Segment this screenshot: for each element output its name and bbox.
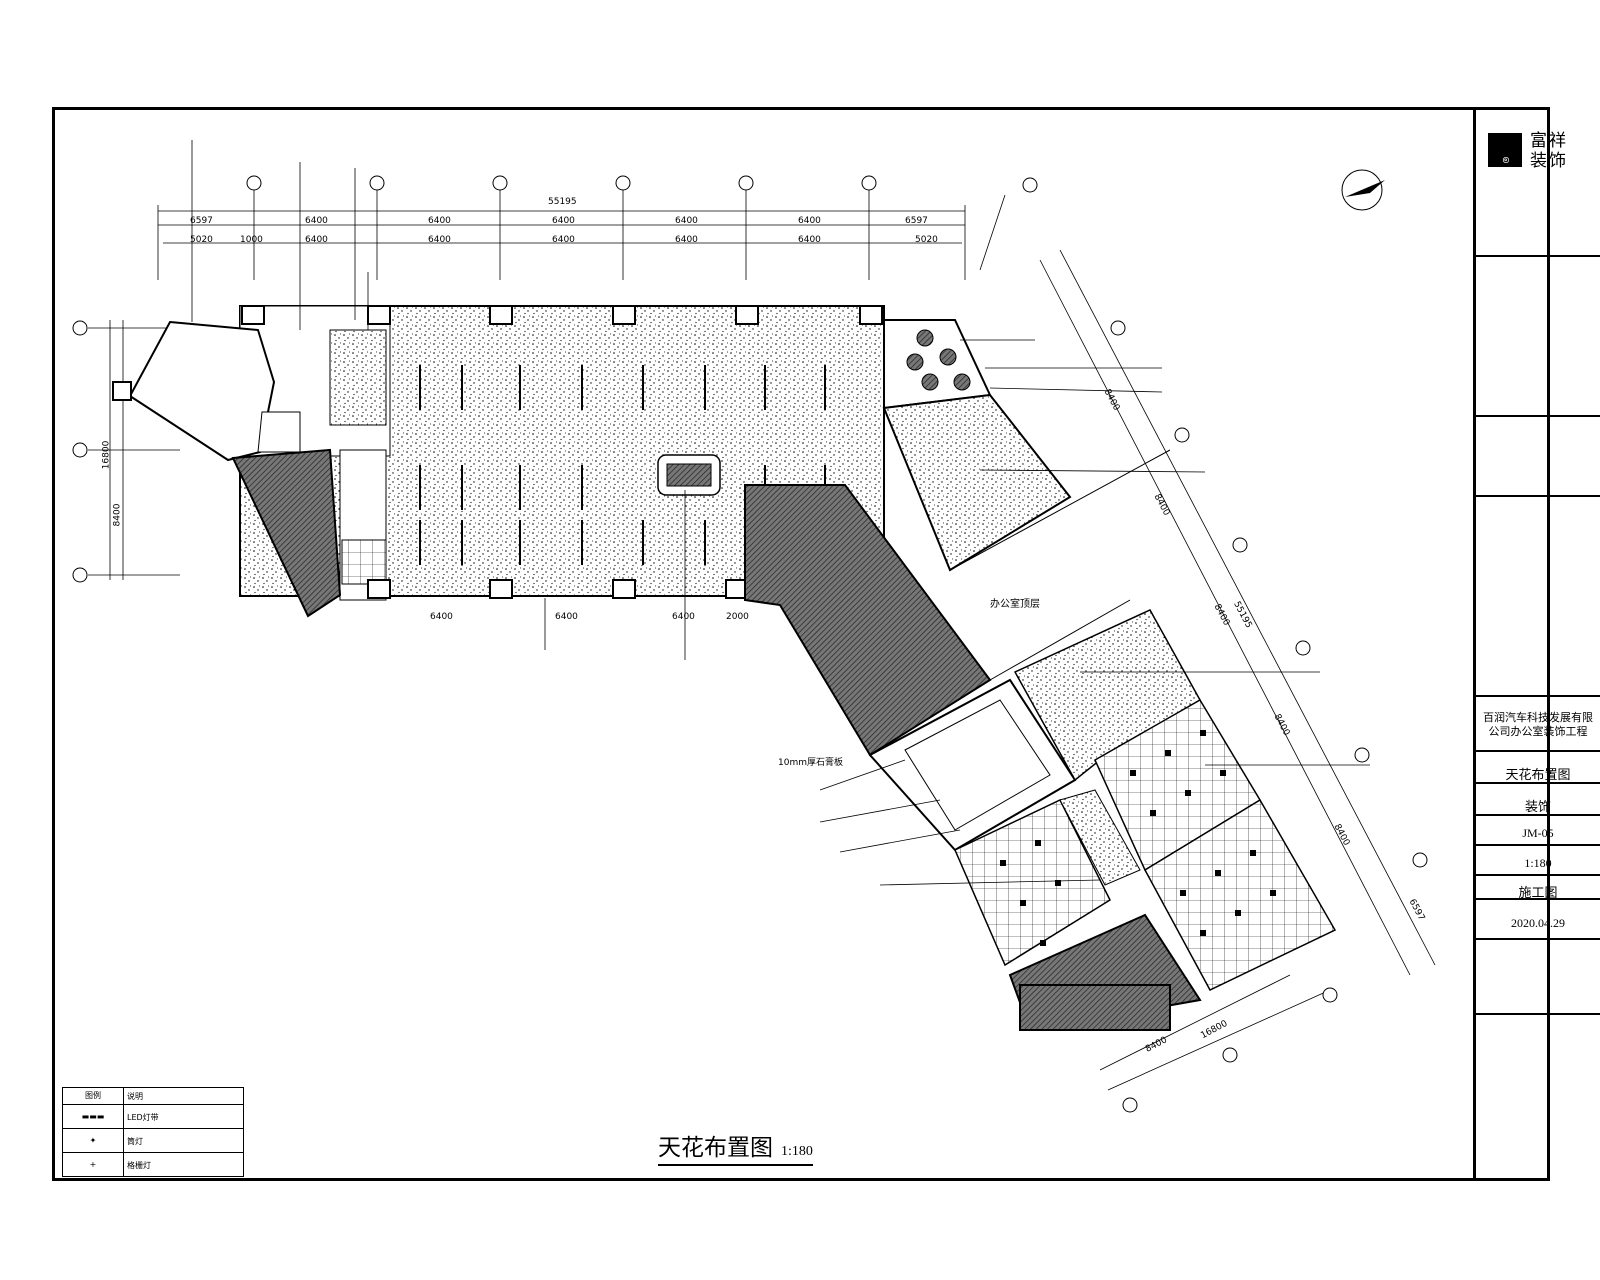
stage: 施工图: [1518, 885, 1558, 900]
material-note: 10mm厚石膏板: [778, 758, 843, 768]
grille-light-icon: +: [63, 1153, 124, 1177]
legend-row: ✦ 筒灯: [63, 1128, 243, 1153]
drawing-scale: 1:180: [781, 1144, 813, 1159]
drawing-no: JM-05: [1522, 826, 1554, 840]
drawing-name-cell: 天花布置图: [1476, 752, 1600, 784]
legend-header-symbol: 图例: [63, 1088, 124, 1104]
north-arrow-icon: [1341, 169, 1385, 211]
discipline-cell: 装饰: [1476, 784, 1600, 816]
dim-left-total: 16800: [101, 440, 112, 470]
scale-cell: 1:180: [1476, 846, 1600, 876]
dim-top-1: 6597: [190, 216, 213, 226]
dim-sub-4: 6400: [428, 235, 451, 245]
dim-bottom-1: 6400: [430, 612, 453, 622]
drawing-title: 天花布置图: [658, 1135, 773, 1160]
company-cell: ၜ 富祥装饰: [1476, 107, 1600, 257]
title-block: ၜ 富祥装饰 百润汽车科技发展有限公司办公室装饰工程 天花布置图 装饰 JM-0…: [1473, 107, 1600, 1181]
dim-sub-2: 1000: [240, 235, 263, 245]
round-meeting-area: [883, 319, 992, 410]
dim-top-3: 6400: [428, 216, 451, 226]
axis-bubbles-right: [1022, 177, 1428, 1113]
drawing-no-cell: JM-05: [1476, 816, 1600, 846]
remarks-cell: [1476, 417, 1600, 497]
dim-sub-5: 6400: [552, 235, 575, 245]
led-strip-icon: ▬▬▬: [63, 1105, 124, 1129]
dim-bottom-2: 6400: [555, 612, 578, 622]
legend-row: ▬▬▬ LED灯带: [63, 1104, 243, 1129]
legend-header-desc: 说明: [127, 1092, 143, 1101]
dim-top-2: 6400: [305, 216, 328, 226]
dim-sub-7: 6400: [798, 235, 821, 245]
notes-cell: [1476, 257, 1600, 417]
signature-cell: [1476, 497, 1600, 697]
drawing-caption: 天花布置图 1:180: [658, 1128, 813, 1166]
project-cell: 百润汽车科技发展有限公司办公室装饰工程: [1476, 697, 1600, 752]
tb-scale: 1:180: [1524, 856, 1552, 870]
dim-sub-3: 6400: [305, 235, 328, 245]
dim-sub-8: 5020: [915, 235, 938, 245]
dim-sub-1: 5020: [190, 235, 213, 245]
axis-bubbles-top: [72, 175, 877, 583]
diagonal-wing: [744, 393, 1337, 1032]
legend-row: + 格栅灯: [63, 1152, 243, 1177]
blank-cell: [1476, 940, 1600, 1015]
date: 2020.04.29: [1511, 916, 1565, 930]
dim-top-7: 6597: [905, 216, 928, 226]
leader-lines: [191, 140, 1370, 886]
dim-top-6: 6400: [798, 216, 821, 226]
dim-bottom-3: 6400: [672, 612, 695, 622]
dim-left-span: 8400: [112, 503, 123, 527]
drawing-frame: [52, 107, 1550, 1181]
room-label-lobby: 办公室顶层: [990, 599, 1040, 610]
grid-downlights: [1000, 730, 1276, 946]
right-dimension-lines: [979, 194, 1436, 1091]
date-cell: 2020.04.29: [1476, 900, 1600, 940]
main-ceiling-block: [239, 305, 885, 601]
left-wing: [112, 320, 342, 618]
dim-top-4: 6400: [552, 216, 575, 226]
columns: [241, 305, 883, 599]
left-dimension-lines: [88, 320, 180, 580]
dim-total-top: 55195: [548, 197, 577, 207]
downlight-icon: ✦: [63, 1129, 124, 1153]
company-name: 富祥装饰: [1530, 131, 1568, 170]
legend: 图例 说明 ▬▬▬ LED灯带 ✦ 筒灯 + 格栅灯: [62, 1087, 244, 1177]
discipline: 装饰: [1524, 799, 1551, 814]
top-dimension-lines: [157, 190, 966, 280]
swirl-icon: ၜ: [1502, 151, 1510, 166]
project-name: 百润汽车科技发展有限公司办公室装饰工程: [1483, 712, 1593, 738]
dim-sub-6: 6400: [675, 235, 698, 245]
stage-cell: 施工图: [1476, 876, 1600, 900]
dim-top-5: 6400: [675, 216, 698, 226]
dim-bottom-4: 2000: [726, 612, 749, 622]
company-logo-icon: [1488, 133, 1522, 167]
drawing-name: 天花布置图: [1505, 767, 1571, 782]
